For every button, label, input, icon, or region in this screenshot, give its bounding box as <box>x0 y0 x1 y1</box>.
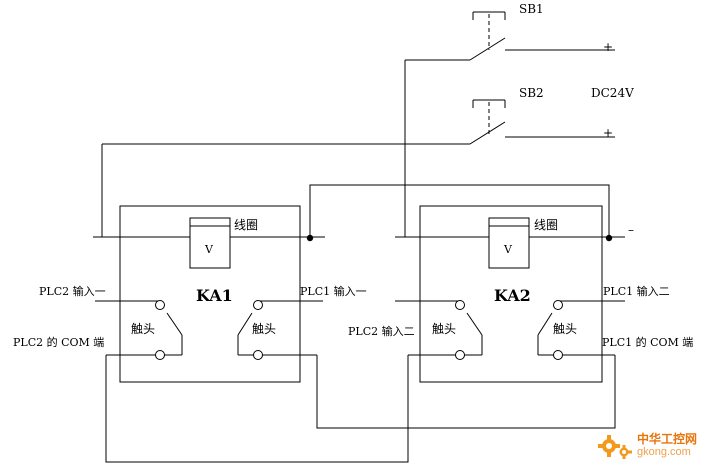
plc1-com-label: PLC1 的 COM 端 <box>602 336 694 349</box>
sb1-label: SB1 <box>519 2 544 16</box>
junction-dot <box>605 234 613 242</box>
ka1-right-contact <box>237 300 323 360</box>
ka1-coil-label: 线圈 <box>234 218 259 232</box>
watermark-cn: 中华工控网 <box>636 432 697 446</box>
ka2-left-contact-label: 触头 <box>432 322 457 336</box>
ka2-left-contact <box>395 300 483 360</box>
ka1-label: KA1 <box>196 286 233 305</box>
plc1-com-loop-wire <box>316 355 616 429</box>
sb2-label: SB2 <box>519 86 544 100</box>
ka1-right-contact-label: 触头 <box>252 322 277 336</box>
ka1-coil-v: V <box>205 243 213 256</box>
minus-bus-wire <box>309 184 610 237</box>
plus-terminal-label: + <box>603 40 614 54</box>
ka2-coil-v: V <box>504 243 512 256</box>
minus-terminal-label: – <box>628 223 634 237</box>
ka1-left-contact <box>95 300 183 360</box>
gear-icon <box>597 435 632 459</box>
relay-ka1-box <box>119 205 301 383</box>
ka2-label: KA2 <box>494 286 531 305</box>
dc-voltage-label: DC24V <box>591 86 634 100</box>
plc1-input2-label: PLC1 输入二 <box>603 285 670 298</box>
ka2-coil-label: 线圈 <box>534 218 559 232</box>
ka2-right-contact-label: 触头 <box>553 322 578 336</box>
sb2-switch <box>102 99 615 145</box>
junction-dot <box>306 234 314 242</box>
plc1-input1-label: PLC1 输入一 <box>300 285 367 298</box>
plus-terminal-label: + <box>603 126 614 140</box>
plc2-input2-label: PLC2 输入二 <box>348 325 415 338</box>
sb1-switch <box>405 11 615 61</box>
watermark-url: gkong.com <box>636 446 691 458</box>
plc2-com-label: PLC2 的 COM 端 <box>13 336 105 349</box>
ka1-left-contact-label: 触头 <box>131 322 156 336</box>
plc2-com-loop-wire <box>105 355 409 463</box>
ka2-right-contact <box>537 300 625 360</box>
relay-ka2-box <box>419 205 603 383</box>
watermark: 中华工控网 gkong.com <box>597 431 697 461</box>
plc2-input1-label: PLC2 输入一 <box>39 285 106 298</box>
